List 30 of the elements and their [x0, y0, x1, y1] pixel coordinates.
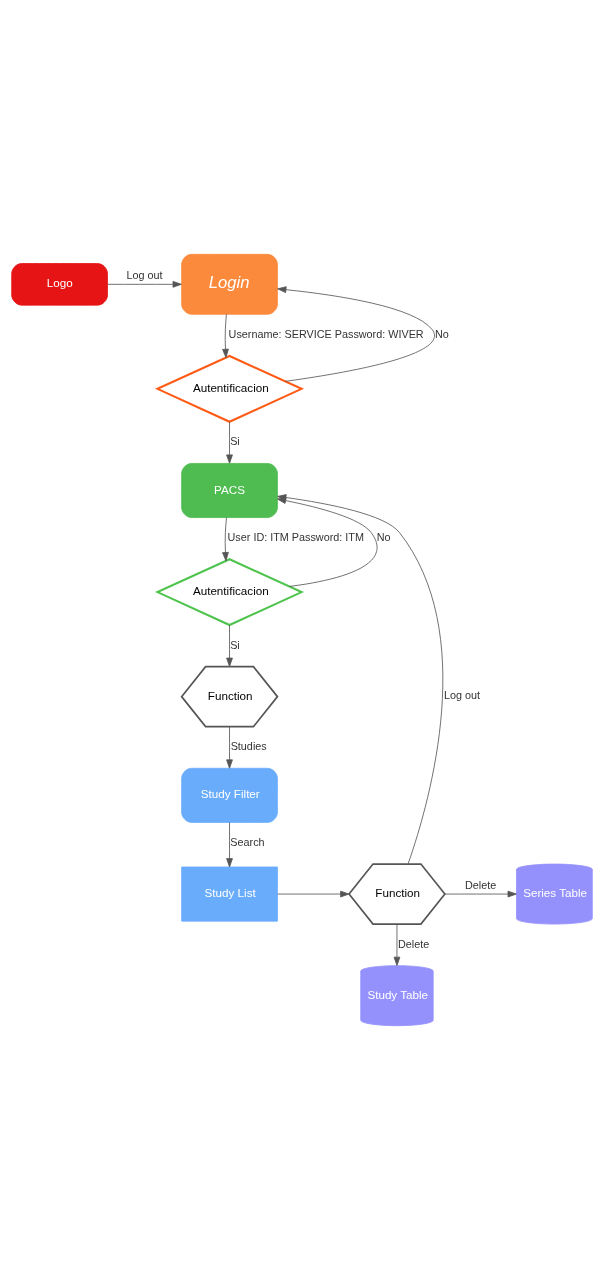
arrow	[393, 923, 401, 966]
edge-label: User ID: ITM Password: ITM	[227, 531, 364, 544]
arrow	[444, 890, 517, 898]
arrow	[222, 517, 229, 562]
edge-label: Log out	[126, 268, 163, 281]
arrow	[226, 822, 233, 868]
edge-label: Si	[230, 435, 240, 448]
edge-label: Username: SERVICE Password: WIVER	[228, 327, 424, 340]
arrow	[226, 726, 233, 769]
node-box: Study Filter	[181, 767, 278, 823]
node-diamond: Autentificacion	[154, 558, 305, 627]
arrow	[222, 313, 229, 358]
edge-label: No	[376, 531, 391, 544]
node-box: Logo	[11, 263, 108, 306]
edge-label: Si	[230, 638, 240, 651]
node-box: PACS	[181, 463, 278, 518]
arrow	[226, 624, 233, 667]
edge-label: Log out	[443, 689, 480, 702]
edge-label: Delete	[465, 878, 497, 891]
node-diamond: Autentificacion	[154, 354, 305, 423]
edge-label: Delete	[397, 937, 430, 950]
arrow	[226, 421, 233, 464]
arrow	[107, 281, 182, 288]
edge-label: No	[435, 327, 449, 340]
node-box: Login	[181, 253, 278, 315]
arrow	[277, 890, 350, 898]
arrow	[277, 286, 435, 382]
node-box: Study List	[181, 866, 278, 922]
edge-label: Studies	[230, 740, 267, 753]
edge-label: Search	[230, 836, 265, 849]
